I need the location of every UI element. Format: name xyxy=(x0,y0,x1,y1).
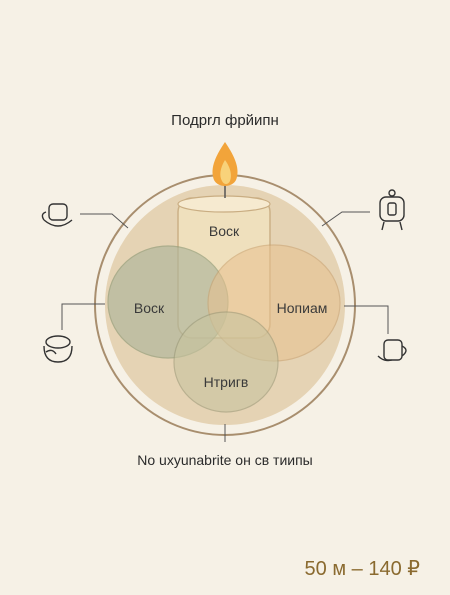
connector-top-left xyxy=(80,213,129,229)
mug-icon xyxy=(377,339,407,362)
cup-icon xyxy=(41,203,73,227)
jar-lantern-icon xyxy=(379,189,405,231)
price-label: 50 м – 140 ₽ xyxy=(304,558,420,580)
bowl-icon xyxy=(43,335,73,363)
connector-left xyxy=(61,303,105,330)
label-right: Нопиам xyxy=(277,300,328,316)
candle-top xyxy=(177,195,271,213)
label-left: Воск xyxy=(134,300,165,316)
connector-right xyxy=(344,305,389,334)
footer-caption: No uxyunabrite он св тиипы xyxy=(137,452,313,468)
label-top: Воск xyxy=(209,223,240,239)
label-bottom: Нтригв xyxy=(204,374,249,390)
connector-top-right xyxy=(321,211,370,227)
page-title: Подрrл фрйипн xyxy=(171,112,279,129)
venn-circle-bottom xyxy=(173,311,279,413)
flame-inner xyxy=(220,160,231,184)
